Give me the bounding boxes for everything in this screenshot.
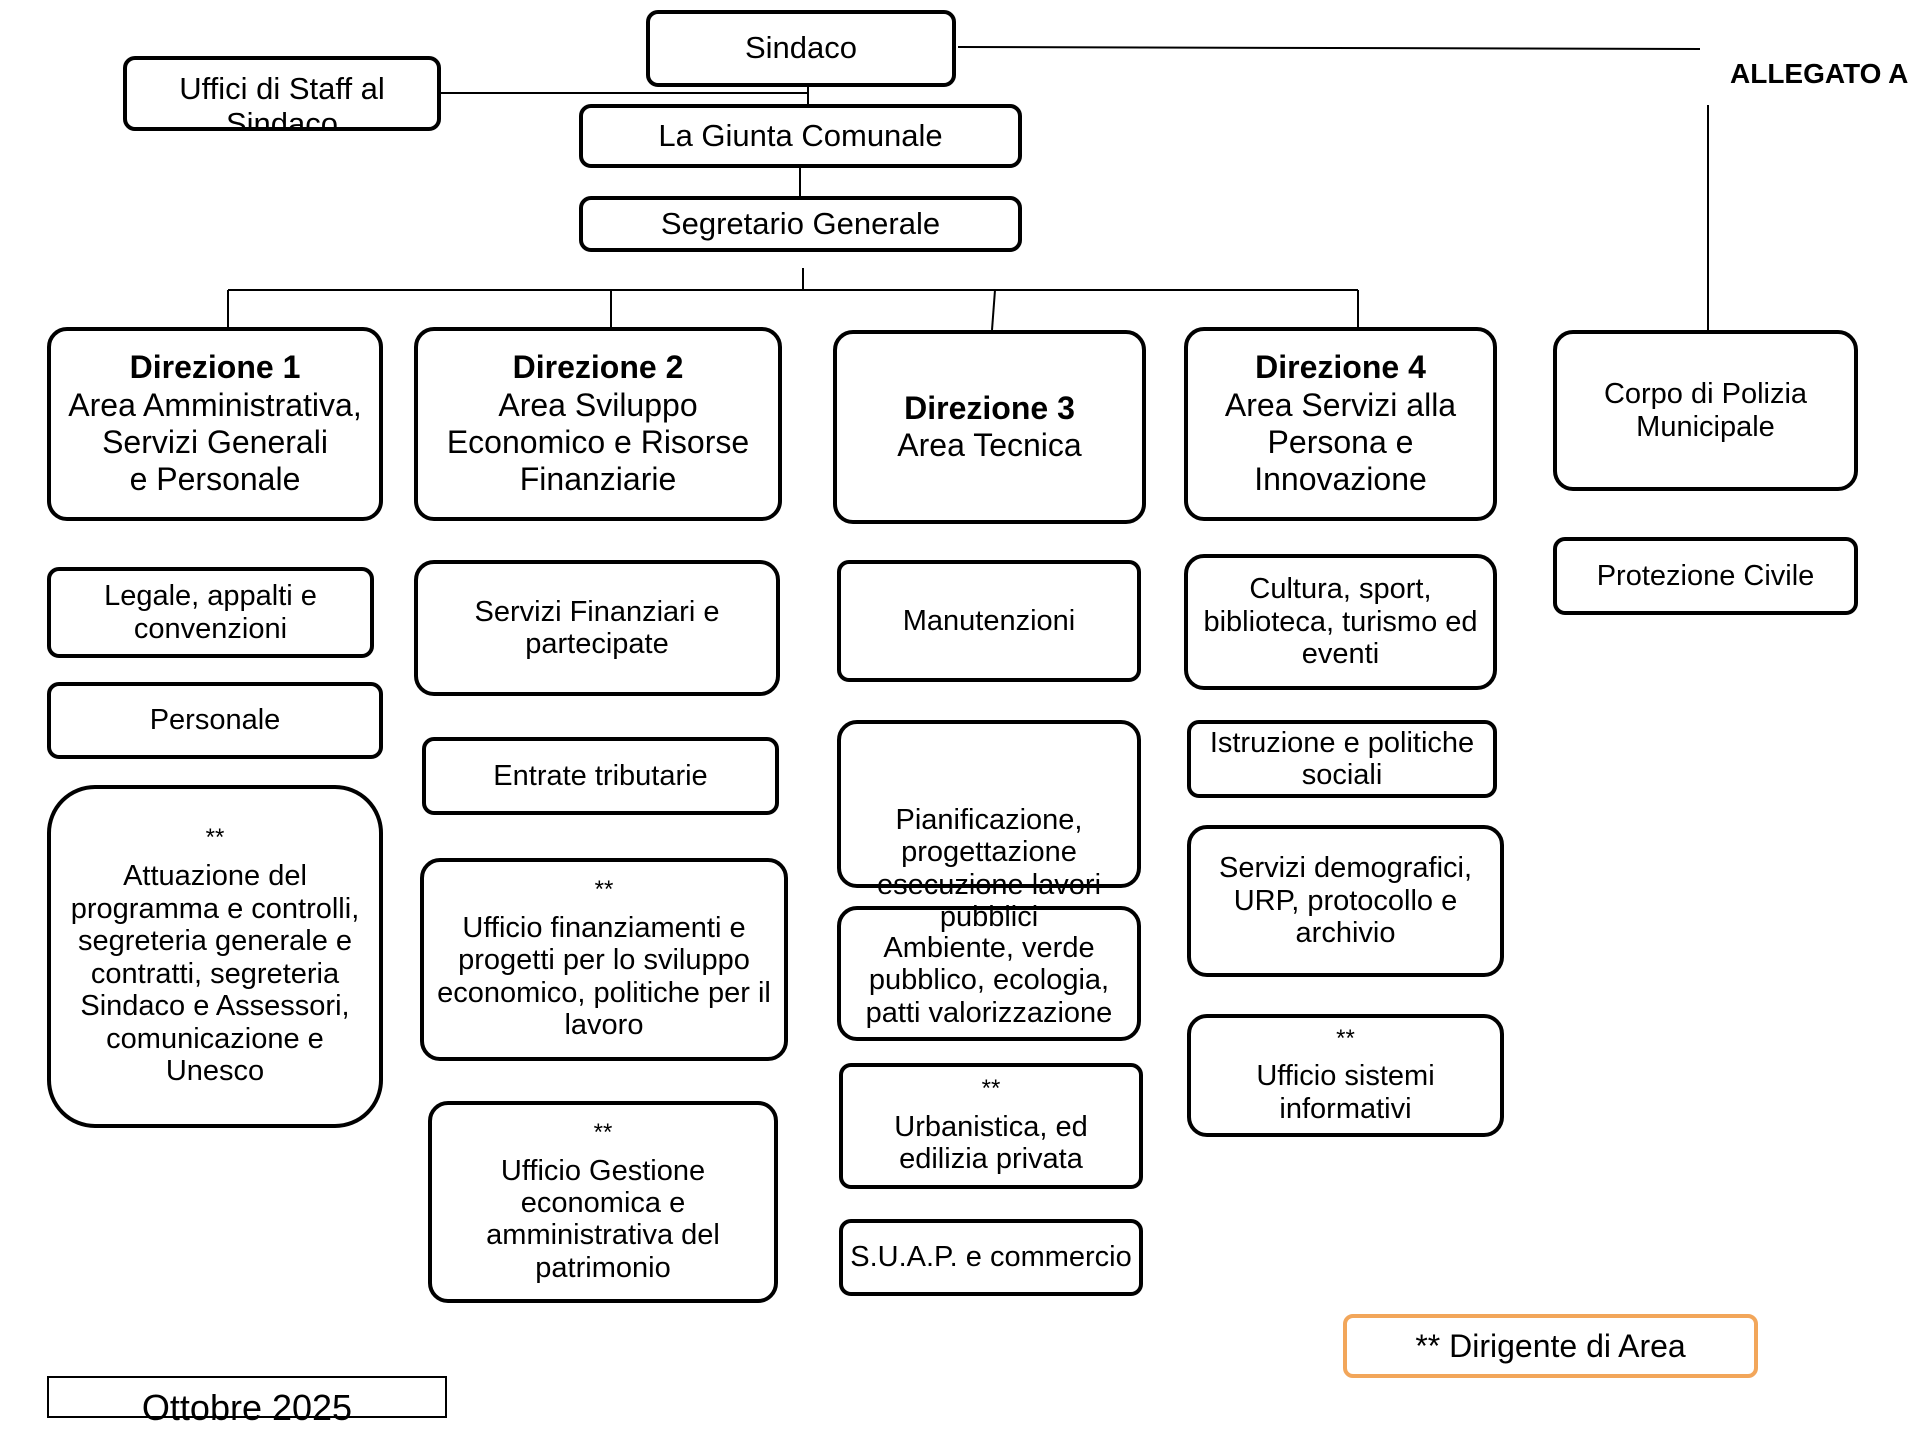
direzione-2-name: Direzione 2 — [512, 349, 684, 386]
staff-box: Uffici di Staff al Sindaco — [123, 56, 441, 131]
direzione-3-box: Direzione 3 Area Tecnica — [833, 330, 1146, 524]
direzione-1-name: Direzione 1 — [129, 349, 301, 386]
unit-entrate-tributarie: Entrate tributarie — [422, 737, 779, 815]
unit-label: Servizi demografici, URP, protocollo e a… — [1218, 852, 1473, 950]
unit-label: Ufficio sistemi informativi — [1256, 1060, 1435, 1125]
unit-label: Urbanistica, ed edilizia privata — [894, 1110, 1088, 1176]
segretario-label: Segretario Generale — [660, 205, 941, 241]
date-box: Ottobre 2025 — [47, 1376, 447, 1426]
direzione-2-box: Direzione 2 Area Sviluppo Economico e Ri… — [414, 327, 782, 521]
unit-label: Cultura, sport, biblioteca, turismo ed e… — [1203, 573, 1478, 671]
segretario-box: Segretario Generale — [579, 196, 1022, 252]
polizia-label: Corpo di Polizia Municipale — [1603, 378, 1808, 443]
dirigente-marker: ** — [205, 824, 225, 852]
unit-gestione-patrimonio: ** Ufficio Gestione economica e amminist… — [428, 1101, 778, 1303]
unit-label: Ufficio Gestione economica e amministrat… — [486, 1154, 720, 1284]
direzione-4-area: Area Servizi alla Persona e Innovazione — [1224, 386, 1457, 498]
dirigente-marker: ** — [981, 1075, 1001, 1103]
unit-servizi-finanziari: Servizi Finanziari e partecipate — [414, 560, 780, 696]
direzione-4-name: Direzione 4 — [1255, 349, 1426, 386]
giunta-box: La Giunta Comunale — [579, 104, 1022, 168]
unit-label: Istruzione e politiche sociali — [1209, 726, 1475, 791]
dirigente-marker: ** — [594, 876, 614, 904]
unit-finanziamenti: ** Ufficio finanziamenti e progetti per … — [420, 858, 788, 1061]
unit-label: Personale — [149, 704, 281, 737]
direzione-3-name: Direzione 3 — [904, 389, 1075, 426]
direzione-1-box: Direzione 1 Area Amministrativa, Servizi… — [47, 327, 383, 521]
unit-label: Ambiente, verde pubblico, ecologia, patt… — [865, 931, 1113, 1029]
line-sindaco-allegato — [957, 46, 1701, 50]
unit-attuazione: ** Attuazione del programma e controlli,… — [47, 785, 383, 1128]
sindaco-box: Sindaco — [646, 10, 956, 87]
dirigente-marker: ** — [1336, 1024, 1355, 1052]
direzione-1-area: Area Amministrativa, Servizi Generali e … — [68, 386, 362, 498]
unit-label: Manutenzioni — [902, 604, 1076, 637]
unit-label: Attuazione del programma e controlli, se… — [70, 860, 360, 1088]
unit-cultura: Cultura, sport, biblioteca, turismo ed e… — [1184, 554, 1497, 690]
unit-sistemi-informativi: ** Ufficio sistemi informativi — [1187, 1014, 1504, 1137]
allegato-label: ALLEGATO A — [1730, 58, 1909, 89]
legend-dirigente: ** Dirigente di Area — [1343, 1314, 1758, 1378]
staff-label: Uffici di Staff al Sindaco — [179, 71, 385, 131]
unit-label: Legale, appalti e convenzioni — [104, 580, 317, 645]
unit-urbanistica: ** Urbanistica, ed edilizia privata — [839, 1063, 1143, 1189]
unit-ambiente: Ambiente, verde pubblico, ecologia, patt… — [837, 906, 1141, 1041]
unit-legale: Legale, appalti e convenzioni — [47, 567, 374, 658]
polizia-box: Corpo di Polizia Municipale — [1553, 330, 1858, 491]
unit-label: Ufficio finanziamenti e progetti per lo … — [437, 912, 771, 1042]
line-bus-d3 — [991, 289, 996, 331]
unit-manutenzioni: Manutenzioni — [837, 560, 1141, 682]
legend-label: ** Dirigente di Area — [1415, 1327, 1686, 1364]
unit-demografici: Servizi demografici, URP, protocollo e a… — [1187, 825, 1504, 977]
dirigente-marker: ** — [593, 1118, 613, 1146]
protezione-box: Protezione Civile — [1553, 537, 1858, 615]
date-label: Ottobre 2025 — [141, 1387, 353, 1428]
sindaco-label: Sindaco — [744, 30, 858, 66]
direzione-2-area: Area Sviluppo Economico e Risorse Finanz… — [446, 386, 750, 498]
unit-label: Servizi Finanziari e partecipate — [474, 595, 720, 660]
unit-personale: Personale — [47, 682, 383, 759]
protezione-label: Protezione Civile — [1596, 559, 1815, 592]
direzione-4-box: Direzione 4 Area Servizi alla Persona e … — [1184, 327, 1497, 521]
unit-label: Entrate tributarie — [493, 759, 708, 792]
unit-pianificazione: Pianificazione, progettazione esecuzione… — [837, 720, 1141, 933]
unit-suap: S.U.A.P. e commercio — [839, 1219, 1143, 1296]
unit-label: S.U.A.P. e commercio — [850, 1241, 1132, 1274]
giunta-label: La Giunta Comunale — [658, 117, 943, 153]
direzione-3-area: Area Tecnica — [897, 427, 1082, 463]
unit-label: Pianificazione, progettazione esecuzione… — [876, 804, 1102, 934]
unit-istruzione: Istruzione e politiche sociali — [1187, 720, 1497, 798]
